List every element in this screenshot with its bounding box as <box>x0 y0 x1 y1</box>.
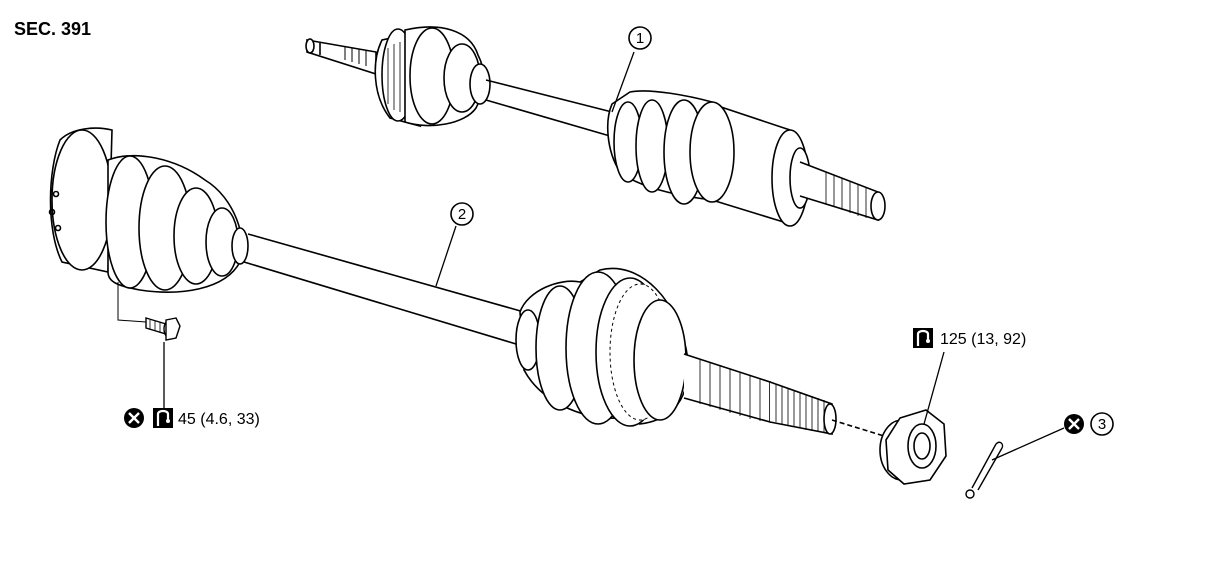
cotter-pin <box>965 441 1004 499</box>
callout-2-label: 2 <box>458 206 466 223</box>
callout-3-label: 3 <box>1098 416 1106 433</box>
callout-1-label: 1 <box>636 30 644 47</box>
lower-drive-shaft <box>48 127 837 435</box>
nut-torque-spec: 125 (13, 92) <box>940 331 1026 348</box>
flange-bolt <box>117 282 181 341</box>
do-not-reuse-icon <box>124 408 144 428</box>
upper-drive-shaft <box>305 26 886 227</box>
callout-2: 2 <box>450 202 474 226</box>
bolt-torque-spec: 45 (4.6, 33) <box>178 411 260 428</box>
do-not-reuse-icon <box>1064 414 1084 434</box>
callout-1: 1 <box>628 26 652 50</box>
torque-wrench-icon <box>913 328 933 348</box>
hub-nut <box>831 409 947 485</box>
leader-lines <box>163 51 1065 461</box>
section-title: SEC. 391 <box>14 19 91 39</box>
callout-3: 3 <box>1090 412 1114 436</box>
torque-wrench-icon <box>153 408 173 428</box>
